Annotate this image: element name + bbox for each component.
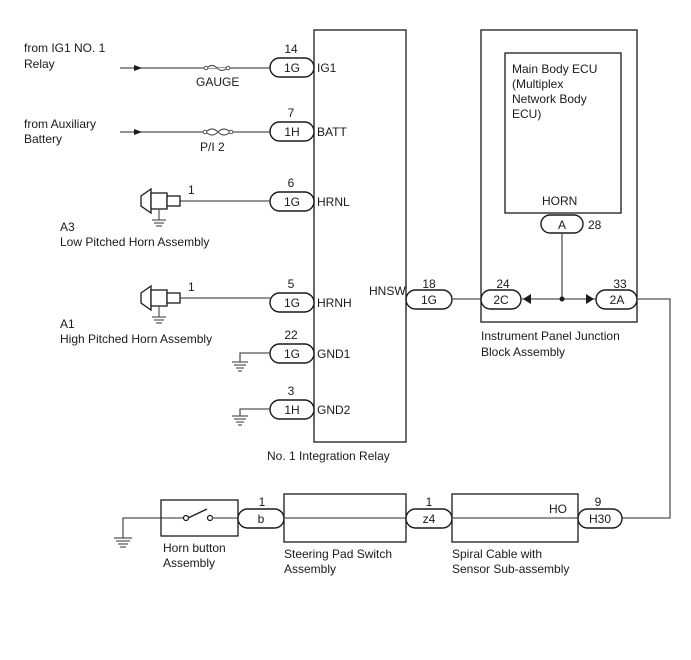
low-horn-name: Low Pitched Horn Assembly xyxy=(60,235,209,249)
switch-icon xyxy=(161,508,238,522)
junction-block-title-line2: Block Assembly xyxy=(481,345,565,359)
high-horn-code: A1 xyxy=(60,317,75,331)
ecu-pin-number: 28 xyxy=(588,218,602,232)
horn-button-ground-wire xyxy=(122,517,161,538)
pi2-fuse-label: P/I 2 xyxy=(200,140,225,154)
connector-pill xyxy=(269,121,315,142)
gauge-fuse-end-icon xyxy=(225,65,231,71)
steering-pad-label-line1: Steering Pad Switch xyxy=(284,547,392,561)
horn-icon xyxy=(140,284,181,324)
ig1-source-line2: Relay xyxy=(24,57,55,71)
ecu-horn-pin-name: HORN xyxy=(542,194,577,208)
steering-pad-connector-code: z4 xyxy=(423,512,436,526)
terminal-marker-icon xyxy=(586,294,594,304)
spiral-cable-connector-code: H30 xyxy=(589,512,611,526)
connector-code: 1G xyxy=(284,61,300,75)
high-horn-name: High Pitched Horn Assembly xyxy=(60,332,212,346)
gnd1-wire xyxy=(239,352,270,362)
jb-left-connector-code: 2C xyxy=(493,293,509,307)
ecu-name-line: ECU) xyxy=(512,107,541,121)
connector-code: 1H xyxy=(284,125,299,139)
pi2-fuse-end-icon xyxy=(228,129,234,135)
jb-left-pin-number: 24 xyxy=(496,277,510,291)
horn-icon xyxy=(140,187,181,227)
pi2-fuse-icon xyxy=(205,128,231,136)
horn-button-pin-number: 1 xyxy=(259,495,266,509)
terminal-marker-icon xyxy=(523,294,531,304)
connector-code: 1G xyxy=(284,347,300,361)
gauge-fuse-icon xyxy=(206,64,228,72)
pin-number: 7 xyxy=(288,106,295,120)
ig1-source-line1: from IG1 NO. 1 xyxy=(24,41,106,55)
pin-number: 22 xyxy=(284,328,298,342)
aux-source-line1: from Auxiliary xyxy=(24,117,96,131)
junction-block-title-line1: Instrument Panel Junction xyxy=(481,329,620,343)
pi2-fuse-end-icon xyxy=(202,129,208,135)
connector-code: 1G xyxy=(284,296,300,310)
pin-name: GND2 xyxy=(317,403,351,417)
gauge-fuse-label: GAUGE xyxy=(196,75,239,89)
horn-button-label-line2: Assembly xyxy=(163,556,215,570)
connector-pill xyxy=(269,57,315,78)
hnsw-connector-code: 1G xyxy=(421,293,437,307)
steering-pad-label-line2: Assembly xyxy=(284,562,336,576)
pin-name: BATT xyxy=(317,125,347,139)
pin-number: 3 xyxy=(288,384,295,398)
spiral-cable-label-line2: Sensor Sub-assembly xyxy=(452,562,569,576)
spiral-cable-label-line1: Spiral Cable with xyxy=(452,547,542,561)
integration-relay-title: No. 1 Integration Relay xyxy=(267,449,390,463)
gnd2-wire xyxy=(239,408,270,416)
connector-pill xyxy=(577,508,623,529)
aux-arrow-icon xyxy=(134,129,142,135)
integration-relay-box xyxy=(313,29,407,443)
pin-number: 14 xyxy=(284,42,298,56)
splice-dot-icon xyxy=(559,296,565,302)
gauge-fuse-end-icon xyxy=(203,65,209,71)
pin-name: IG1 xyxy=(317,61,337,75)
steering-pad-pin-number: 1 xyxy=(426,495,433,509)
hnsw-pin-number: 18 xyxy=(422,277,436,291)
horn-button-label-line1: Horn button xyxy=(163,541,226,555)
spiral-cable-pin-name: HO xyxy=(549,502,567,516)
connector-code: 1H xyxy=(284,403,299,417)
ecu-name-line: (Multiplex xyxy=(512,77,563,91)
ecu-name-line: Network Body xyxy=(512,92,587,106)
ecu-connector-code: A xyxy=(558,218,566,232)
jb-right-connector-code: 2A xyxy=(610,293,625,307)
high-horn-pin: 1 xyxy=(188,280,195,294)
horn-button-connector-code: b xyxy=(258,512,265,526)
connector-code: 1G xyxy=(284,195,300,209)
pin-name: HRNH xyxy=(317,296,352,310)
ground-icon xyxy=(114,537,132,548)
low-horn-code: A3 xyxy=(60,220,75,234)
pin-name: GND1 xyxy=(317,347,351,361)
hnsw-pin-name: HNSW xyxy=(369,284,406,298)
jb-right-pin-number: 33 xyxy=(613,277,627,291)
ground-icon xyxy=(232,361,248,372)
ig1-arrow-icon xyxy=(134,65,142,71)
aux-source-line2: Battery xyxy=(24,132,62,146)
connector-pill xyxy=(269,292,315,313)
pin-number: 5 xyxy=(288,277,295,291)
ecu-box xyxy=(504,52,622,214)
pin-name: HRNL xyxy=(317,195,350,209)
ecu-name-line: Main Body ECU xyxy=(512,62,597,76)
spiral-cable-pin-number: 9 xyxy=(595,495,602,509)
jb-to-spiral-wire xyxy=(622,298,671,519)
ground-icon xyxy=(232,415,248,426)
low-horn-pin: 1 xyxy=(188,183,195,197)
pin-number: 6 xyxy=(288,176,295,190)
